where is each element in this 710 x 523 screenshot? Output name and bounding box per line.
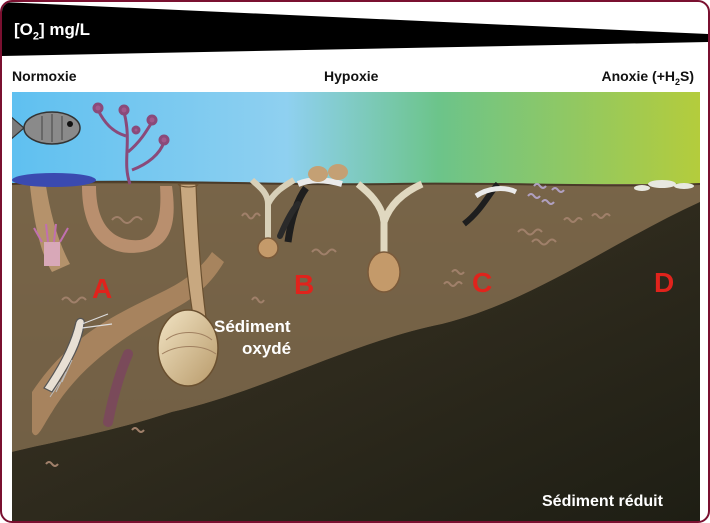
mussel-icon [12,173,96,187]
station-letter-b: B [294,269,314,300]
station-letter-d: D [654,267,674,298]
station-letter-a: A [92,273,112,304]
oxidized-sediment-label: oxydé [242,339,291,358]
reduced-sediment-label: Sédiment réduit [542,493,664,510]
zone-label-normoxie: Normoxie [12,68,77,84]
oxygen-concentration-label: [O2] mg/L [14,20,90,46]
benthic-scene: A B C D Sédiment oxydé Sédiment réduit [12,92,700,523]
oxygen-gradient-wedge [2,2,708,64]
water-column [12,92,700,184]
oxidized-sediment-label: Sédiment [214,317,291,336]
zone-label-hypoxie: Hypoxie [324,68,378,84]
station-letter-c: C [472,267,492,298]
zone-label-anoxie: Anoxie (+H2S) [601,68,694,87]
